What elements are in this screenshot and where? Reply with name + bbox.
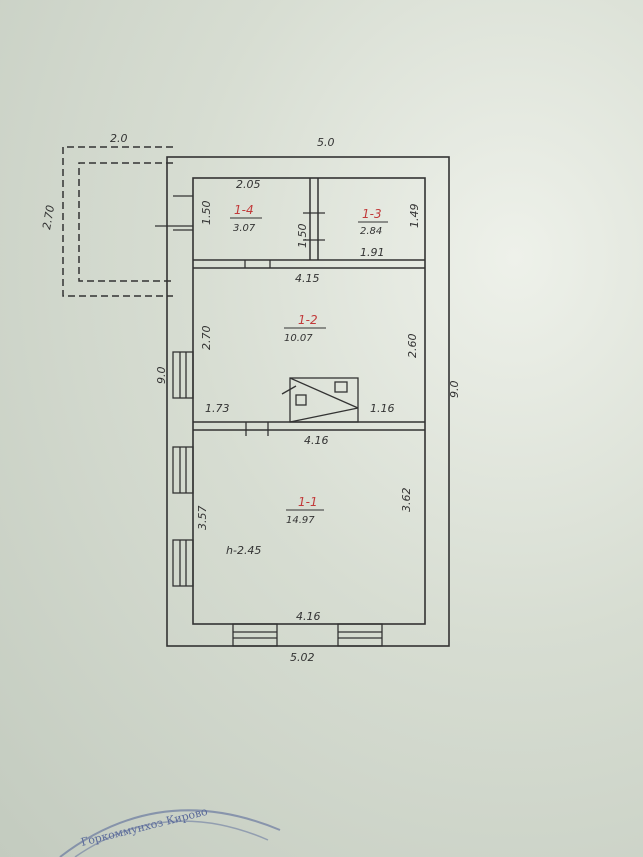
room-1-3-area: 2.84 — [360, 226, 382, 237]
dim-partition-left: 1.73 — [205, 402, 230, 415]
stamp: Горкоммунхоз Кирово — [59, 805, 281, 857]
room11-ceiling-height: h-2.45 — [226, 544, 261, 557]
dim-ext-width: 2.0 — [110, 132, 128, 145]
room-1-2-id: 1-2 — [298, 313, 318, 327]
dim-room11-height-right: 3.62 — [400, 488, 413, 513]
extension-outline — [62, 146, 173, 297]
dim-bottom: 5.02 — [290, 651, 315, 664]
dimensions: 2.0 5.0 2.70 9.0 9.0 5.02 2.05 1.50 1.50… — [40, 132, 461, 664]
room-1-2-area: 10.07 — [284, 333, 313, 344]
dim-top: 5.0 — [317, 136, 335, 149]
dim-room13-inner-h: 1.50 — [296, 224, 309, 249]
room-1-4-id: 1-4 — [234, 203, 254, 217]
dim-room13-width: 1.91 — [360, 246, 385, 259]
room-1-1-id: 1-1 — [298, 495, 318, 509]
dim-ext-height: 2.70 — [40, 204, 57, 230]
dim-room12-height-left: 2.70 — [200, 326, 213, 351]
dim-room13-height: 1.49 — [408, 204, 421, 229]
outer-walls — [166, 156, 450, 647]
room-1-4-area: 3.07 — [233, 223, 256, 234]
dim-partition-right: 1.16 — [370, 402, 395, 415]
room-1-1-area: 14.97 — [286, 515, 315, 526]
dim-room11-width-top: 4.16 — [304, 434, 329, 447]
dim-room14-height: 1.50 — [200, 201, 213, 226]
dim-room12-height-right: 2.60 — [406, 334, 419, 359]
dim-room14-width: 2.05 — [236, 178, 261, 191]
internal-walls — [193, 178, 425, 431]
dim-height-right: 9.0 — [448, 381, 461, 399]
stove — [281, 377, 359, 423]
dim-room11-height-left: 3.57 — [196, 506, 209, 531]
windows — [155, 195, 383, 647]
stamp-text: Горкоммунхоз Кирово — [80, 805, 210, 849]
dim-room12-width: 4.15 — [295, 272, 320, 285]
dim-height-left: 9.0 — [155, 367, 168, 385]
dim-room11-width-bottom: 4.16 — [296, 610, 321, 623]
room-labels: 1-4 3.07 1-3 2.84 1-2 10.07 1-1 14.97 — [230, 203, 388, 526]
room-1-3-id: 1-3 — [362, 207, 382, 221]
